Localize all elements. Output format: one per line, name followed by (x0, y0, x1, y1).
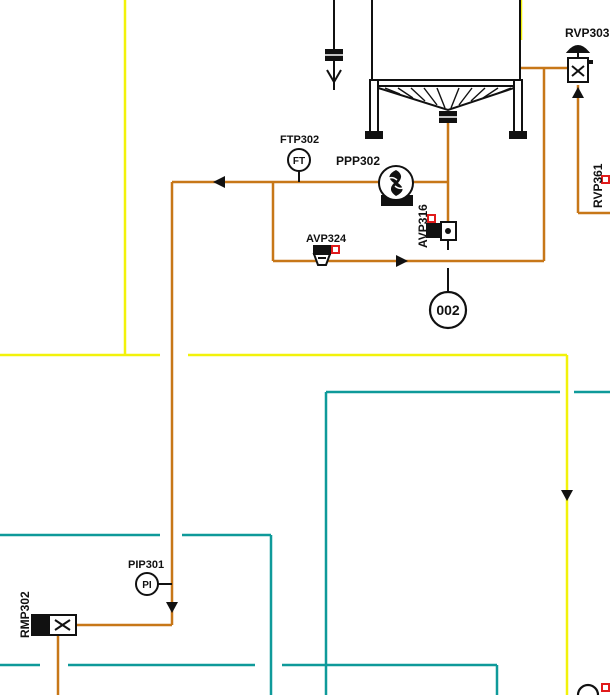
rvp303-label: RVP303 (565, 26, 610, 40)
ft-symbol-text: FT (293, 156, 305, 167)
manual-valve-top-left[interactable] (324, 0, 344, 90)
avp316-label: AVP316 (416, 204, 430, 248)
process-line-network (56, 66, 610, 695)
flow-arrow-header-left (213, 176, 225, 188)
avp324-valve[interactable] (312, 245, 332, 266)
ftp302-instrument[interactable]: FT (287, 148, 311, 182)
storage-tank[interactable] (365, 0, 527, 139)
rvp303-valve[interactable] (565, 45, 593, 83)
pi-symbol-text: PI (142, 580, 152, 591)
flow-arrow-bypass-right (396, 255, 408, 267)
flow-arrow-yellow-down (561, 490, 573, 501)
ppp302-pump[interactable] (378, 165, 448, 206)
rmp302-label: RMP302 (18, 591, 32, 638)
connector-002[interactable]: 002 (428, 268, 468, 330)
rvp361-label: RVP361 (591, 163, 605, 208)
ppp302-label: PPP302 (336, 154, 380, 168)
pip301-instrument[interactable]: PI (135, 572, 172, 596)
avp316-status-indicator (427, 214, 436, 223)
flow-arrow-rvp361-up (572, 87, 584, 98)
avp324-status-indicator (331, 245, 340, 254)
rvp361-status-indicator (601, 175, 610, 184)
teal-line-network (0, 390, 610, 695)
avp316-valve[interactable] (426, 221, 457, 250)
flow-arrow-riser-down (166, 602, 178, 613)
yellow-line-network (0, 0, 569, 695)
ftp302-label: FTP302 (280, 134, 319, 146)
connector-002-text: 002 (436, 302, 460, 318)
rmp302-valve[interactable] (31, 614, 77, 636)
avp324-label: AVP324 (306, 233, 347, 245)
partial-instrument-bottom-right (576, 683, 610, 695)
pip301-label: PIP301 (128, 559, 164, 571)
